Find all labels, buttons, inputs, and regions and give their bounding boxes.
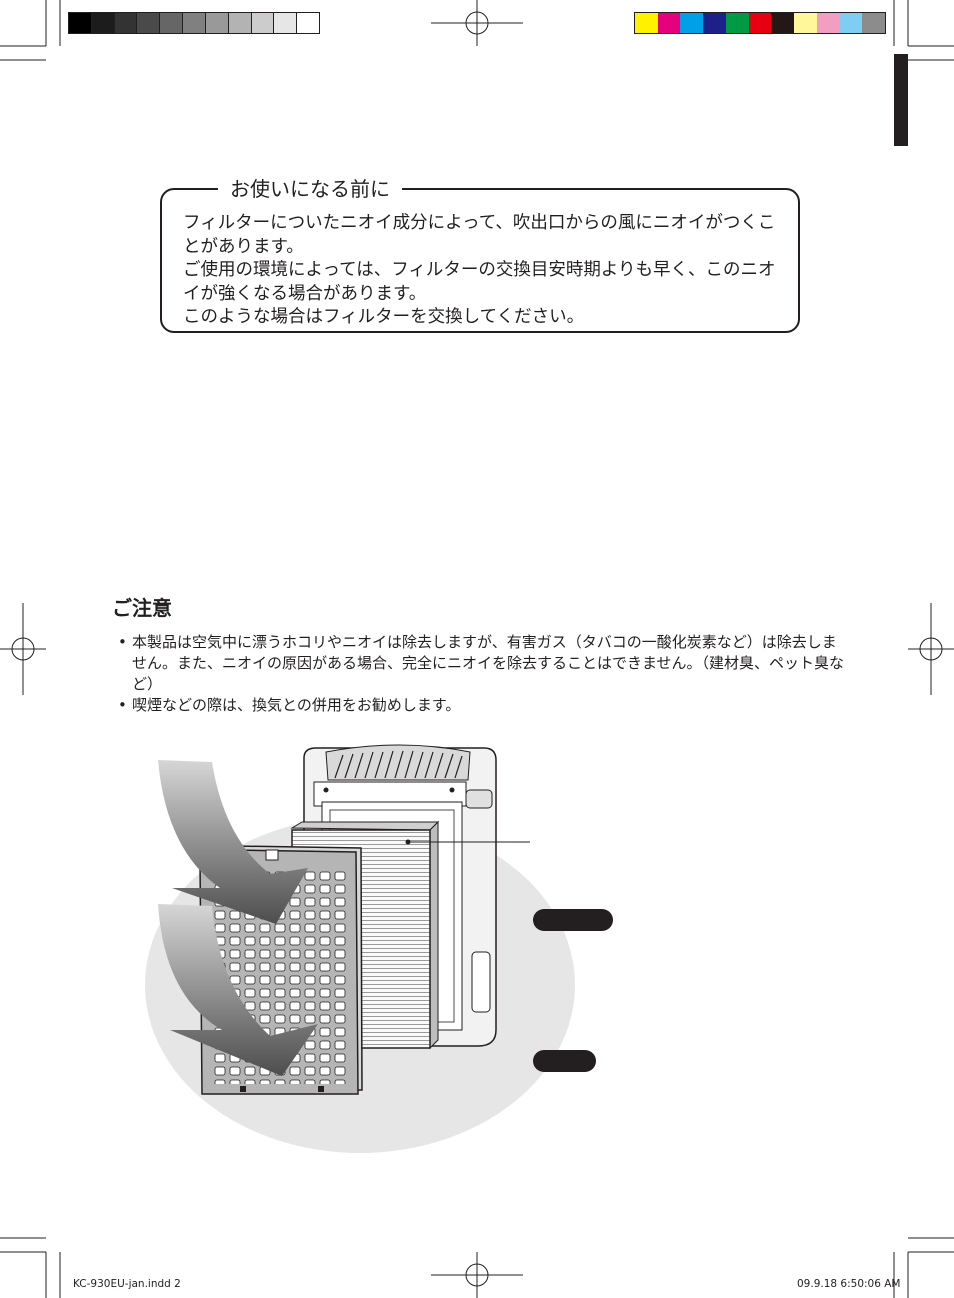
notice-line: フィルターについたニオイ成分によって、吹出口からの風にニオイがつくことがあります…	[183, 213, 776, 257]
section-tab-mark	[894, 54, 908, 146]
gray-swatch	[228, 13, 252, 33]
gray-swatch	[297, 13, 319, 33]
color-swatch	[725, 13, 749, 33]
caution-list: 本製品は空気中に漂うホコリやニオイは除去しますが、有害ガス（タバコの一酸化炭素な…	[112, 632, 847, 716]
gray-swatch	[91, 13, 115, 33]
color-calibration-bar	[634, 12, 886, 34]
gray-swatch	[274, 13, 298, 33]
color-swatch	[771, 13, 795, 33]
color-swatch	[657, 13, 681, 33]
color-swatch	[816, 13, 840, 33]
registration-target-left	[0, 603, 46, 695]
airflow-arrow-icon	[158, 904, 318, 1076]
color-swatch	[839, 13, 863, 33]
gray-swatch	[114, 13, 138, 33]
gray-swatch	[137, 13, 161, 33]
callout-tag-filter	[533, 909, 613, 931]
airflow-arrow-icon	[158, 760, 308, 924]
gray-calibration-bar	[68, 12, 320, 34]
registration-target-right	[908, 603, 954, 695]
gray-swatch	[205, 13, 229, 33]
callout-tag-panel	[533, 1050, 596, 1072]
notice-line: ご使用の環境によっては、フィルターの交換目安時期よりも早く、このニオイが強くなる…	[183, 260, 776, 304]
caution-heading: ご注意	[112, 596, 172, 620]
footer-filename: KC-930EU-jan.indd 2	[73, 1278, 181, 1290]
color-swatch	[635, 13, 658, 33]
caution-item: 本製品は空気中に漂うホコリやニオイは除去しますが、有害ガス（タバコの一酸化炭素な…	[112, 632, 847, 695]
color-swatch	[748, 13, 772, 33]
gray-swatch	[251, 13, 275, 33]
notice-title: お使いになる前に	[218, 175, 402, 203]
color-swatch	[680, 13, 704, 33]
notice-body: フィルターについたニオイ成分によって、吹出口からの風にニオイがつくことがあります…	[183, 212, 783, 330]
registration-target-bottom	[431, 1252, 523, 1298]
color-swatch	[862, 13, 886, 33]
footer-timestamp: 09.9.18 6:50:06 AM	[797, 1278, 901, 1290]
color-swatch	[703, 13, 726, 33]
gray-swatch	[69, 13, 92, 33]
gray-swatch	[160, 13, 184, 33]
registration-target-top	[431, 0, 523, 46]
notice-box	[160, 188, 800, 333]
color-swatch	[794, 13, 817, 33]
gray-swatch	[183, 13, 206, 33]
notice-line: このような場合はフィルターを交換してください。	[183, 307, 585, 327]
caution-item: 喫煙などの際は、換気との併用をお勧めします。	[112, 695, 847, 716]
